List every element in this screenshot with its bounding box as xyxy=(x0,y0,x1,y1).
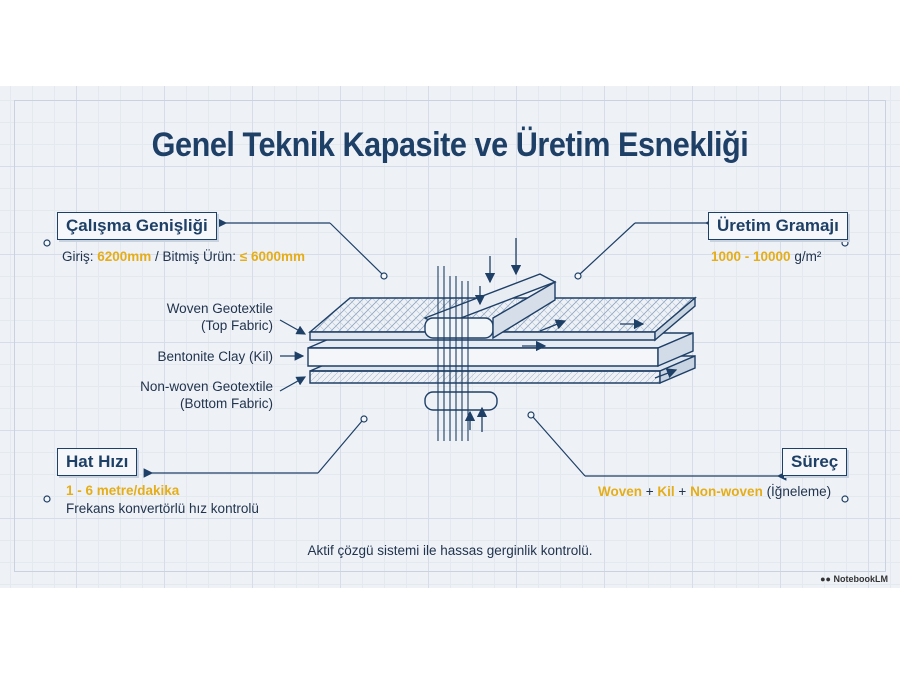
upper-roller xyxy=(423,273,557,340)
production-weight-label: Üretim Gramajı xyxy=(708,212,848,240)
bentonite-label: Bentonite Clay (Kil) xyxy=(157,349,273,364)
process-values: Woven + Kil + Non-woven (İğneleme) xyxy=(598,484,832,499)
footer-caption: Aktif çözgü sistemi ile hassas gerginlik… xyxy=(307,543,593,558)
callout-leaders xyxy=(43,218,849,503)
working-width-label: Çalışma Genişliği xyxy=(57,212,217,240)
production-weight-values: 1000 - 10000 g/m² xyxy=(711,249,822,264)
brand-logo: ●● NotebookLM xyxy=(820,574,888,584)
needles xyxy=(437,266,469,441)
flow-arrows xyxy=(464,238,678,432)
process-label: Süreç xyxy=(782,448,848,476)
top-fabric-label: Woven Geotextile(Top Fabric) xyxy=(166,301,273,333)
slide-frame xyxy=(14,100,886,572)
lower-roller xyxy=(424,391,498,411)
line-speed-note: Frekans konvertörlü hız kontrolü xyxy=(66,501,259,516)
line-speed-label: Hat Hızı xyxy=(57,448,138,476)
page-title: Genel Teknik Kapasite ve Üretim Esnekliğ… xyxy=(151,126,749,164)
line-speed-value: 1 - 6 metre/dakika xyxy=(66,483,180,498)
geosynthetic-clay-liner-diagram xyxy=(43,218,849,503)
slide: Genel Teknik Kapasite ve Üretim Esnekliğ… xyxy=(0,86,900,588)
bottom-fabric-label: Non-woven Geotextile(Bottom Fabric) xyxy=(140,379,273,411)
working-width-values: Giriş: 6200mm / Bitmiş Ürün: ≤ 6000mm xyxy=(62,249,306,264)
